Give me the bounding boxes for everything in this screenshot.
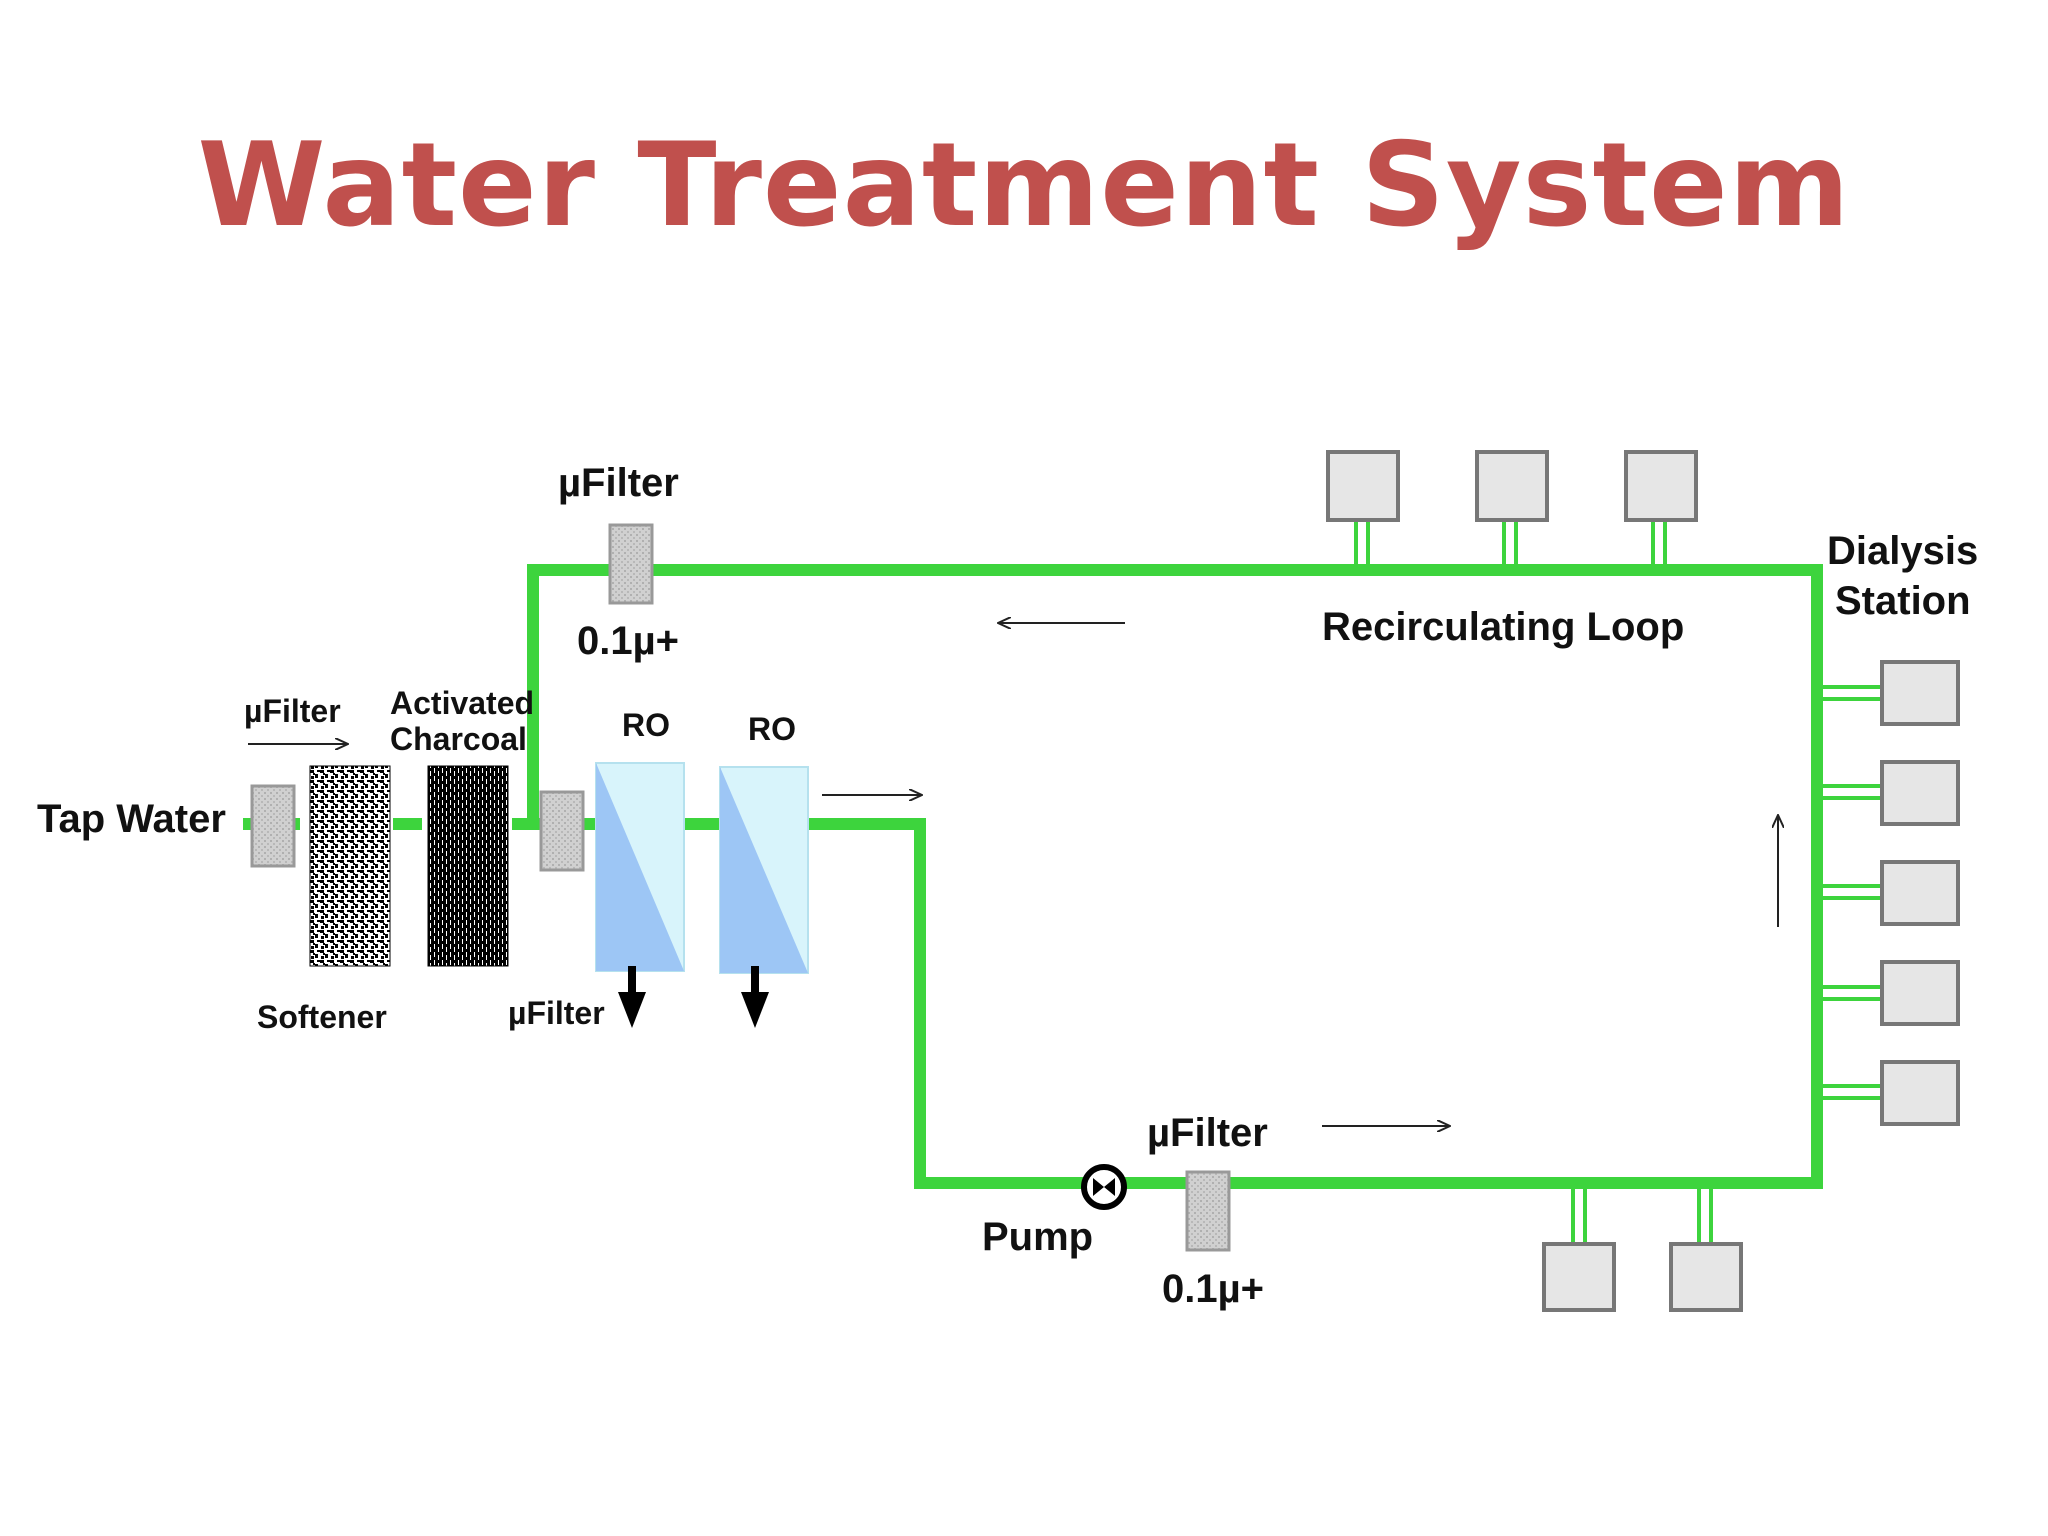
bottom-filter-label: µFilter <box>1147 1111 1268 1155</box>
activated-charcoal-label-line1: Activated <box>390 685 534 721</box>
dialysis-station-icon <box>1669 1189 1743 1312</box>
dialysis-station-icon <box>1823 860 1960 926</box>
dialysis-station-icon <box>1823 1060 1960 1126</box>
drain-arrow-icon-1 <box>618 966 646 1028</box>
ro-filter-label: µFilter <box>508 995 605 1031</box>
dialysis-stations <box>1326 450 1960 1312</box>
dialysis-station-icon <box>1326 450 1400 566</box>
top-filter-label: µFilter <box>558 461 679 505</box>
recirculating-loop-label: Recirculating Loop <box>1322 605 1684 649</box>
dialysis-station-icon <box>1542 1189 1616 1312</box>
tap-water-label: Tap Water <box>37 797 226 841</box>
top-filter-rating: 0.1µ+ <box>577 619 679 663</box>
drain-arrow-icon-2 <box>741 966 769 1028</box>
pipe-network <box>243 564 1823 1189</box>
dialysis-station-icon <box>1624 450 1698 566</box>
softener-label: Softener <box>257 999 387 1035</box>
ro-membrane-icon-2 <box>719 766 809 974</box>
pump-icon <box>1081 1164 1127 1210</box>
loop-top-filter-icon <box>608 523 654 605</box>
charcoal-bed-icon <box>427 765 509 967</box>
dialysis-station-label-line2: Station <box>1835 579 1971 623</box>
inlet-filter-icon <box>250 784 296 868</box>
ro-label-2: RO <box>748 711 796 747</box>
pre-ro-filter-icon <box>539 790 585 872</box>
dialysis-station-icon <box>1823 660 1960 726</box>
bottom-filter-rating: 0.1µ+ <box>1162 1267 1264 1311</box>
page-title: Water Treatment System <box>197 118 1851 253</box>
pump-label: Pump <box>982 1215 1093 1259</box>
activated-charcoal-label-line2: Charcoal <box>390 721 527 757</box>
dialysis-station-icon <box>1475 450 1549 566</box>
dialysis-station-label-line1: Dialysis <box>1827 529 1978 573</box>
softener-bed-icon <box>309 765 391 967</box>
ro-membrane-icon-1 <box>595 762 685 972</box>
inlet-filter-label: µFilter <box>244 693 341 729</box>
dialysis-station-icon <box>1823 960 1960 1026</box>
ro-label-1: RO <box>622 707 670 743</box>
loop-bottom-filter-icon <box>1185 1170 1231 1252</box>
dialysis-station-icon <box>1823 760 1960 826</box>
